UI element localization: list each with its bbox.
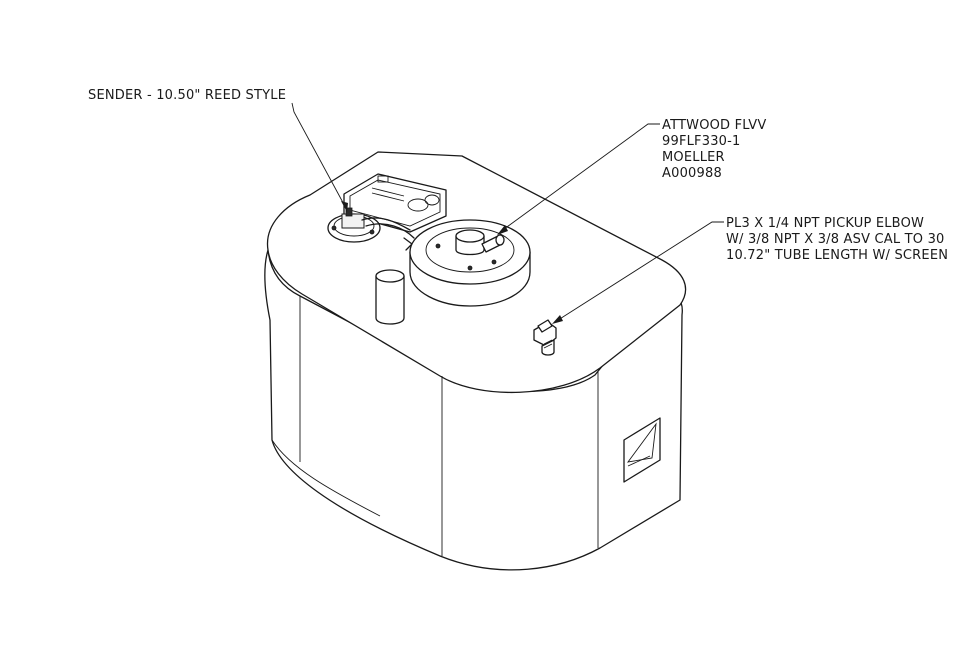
pickup-elbow-icon <box>533 319 557 356</box>
pickup-label: PL3 X 1/4 NPT PICKUP ELBOW W/ 3/8 NPT X … <box>726 216 949 263</box>
side-recess <box>623 417 661 483</box>
pickup-leader <box>552 221 724 324</box>
vent-label: ATTWOOD FLVV 99FLF330-1 MOELLER A000988 <box>662 118 771 181</box>
sender-icon <box>327 207 415 251</box>
sender-leader <box>291 102 348 212</box>
vent-leader <box>497 123 660 235</box>
tank-icon <box>264 151 687 571</box>
fill-neck-icon <box>375 269 405 325</box>
vent-valve-icon <box>409 219 531 307</box>
sender-label: SENDER - 10.50" REED STYLE <box>88 88 286 103</box>
